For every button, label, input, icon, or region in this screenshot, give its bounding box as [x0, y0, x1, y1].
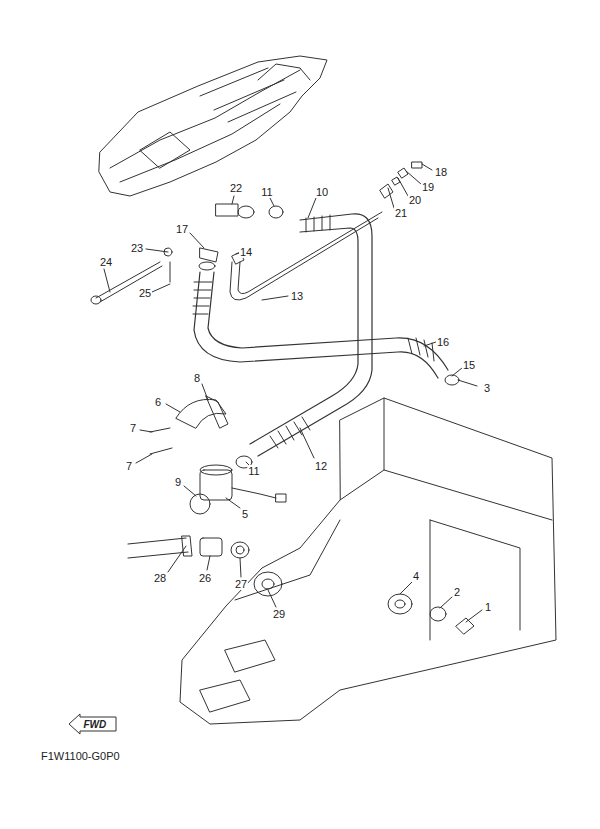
drawing-code: F1W1100-G0P0 — [40, 750, 121, 762]
callout-number: 8 — [193, 372, 201, 384]
callout-number: 27 — [234, 578, 248, 590]
callout-number: 9 — [174, 476, 182, 488]
callout-number: 3 — [483, 382, 491, 394]
callout-number: 19 — [421, 181, 435, 193]
callout-number: 21 — [394, 207, 408, 219]
callout-number: 24 — [99, 256, 113, 268]
direction-text: FWD — [84, 719, 133, 730]
callout-number: 10 — [315, 186, 329, 198]
callout-number: 15 — [462, 359, 476, 371]
callout-number: 2 — [453, 586, 461, 598]
callout-number: 7 — [125, 460, 133, 472]
callout-number: 23 — [130, 242, 144, 254]
callout-number: 11 — [247, 465, 260, 477]
callout-number: 29 — [272, 608, 286, 620]
forward-arrow: FWD — [68, 713, 117, 735]
callout-number: 4 — [412, 570, 420, 582]
callout-number: 18 — [434, 166, 448, 178]
callout-number: 26 — [198, 572, 212, 584]
callout-number: 6 — [154, 396, 162, 408]
callout-number: 13 — [290, 290, 304, 302]
callout-number: 1 — [484, 601, 492, 613]
callout-number: 11 — [260, 186, 273, 198]
callout-number: 17 — [175, 223, 189, 235]
callout-number: 28 — [153, 572, 167, 584]
callout-number: 14 — [239, 246, 253, 258]
callout-number: 20 — [408, 194, 422, 206]
callout-number: 7 — [129, 422, 137, 434]
callout-number: 12 — [314, 460, 328, 472]
callout-number: 16 — [436, 336, 450, 348]
callout-number: 25 — [138, 287, 152, 299]
callout-number: 22 — [229, 182, 243, 194]
callout-number: 5 — [241, 508, 249, 520]
